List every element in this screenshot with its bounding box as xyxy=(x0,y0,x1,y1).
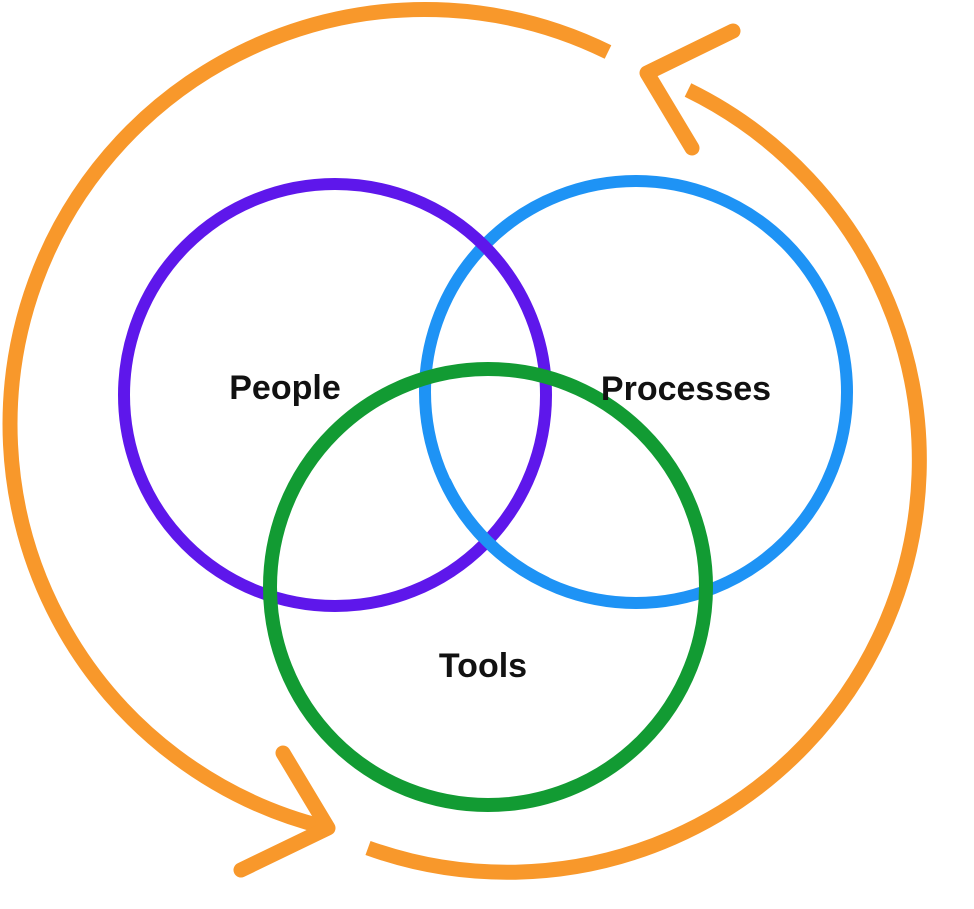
tools-circle xyxy=(263,362,713,812)
cycle-arc-right xyxy=(365,83,927,880)
processes-label: Processes xyxy=(600,370,772,408)
tools-label: Tools xyxy=(438,647,528,685)
processes-over-people-patch xyxy=(439,478,550,589)
cycle-arc-left xyxy=(2,1,612,835)
cycle-arrowhead-bottom xyxy=(233,745,336,878)
people-circle xyxy=(118,178,552,612)
cycle-arrowhead-top xyxy=(639,23,741,156)
processes-circle xyxy=(419,175,853,609)
people-label: People xyxy=(229,369,341,407)
